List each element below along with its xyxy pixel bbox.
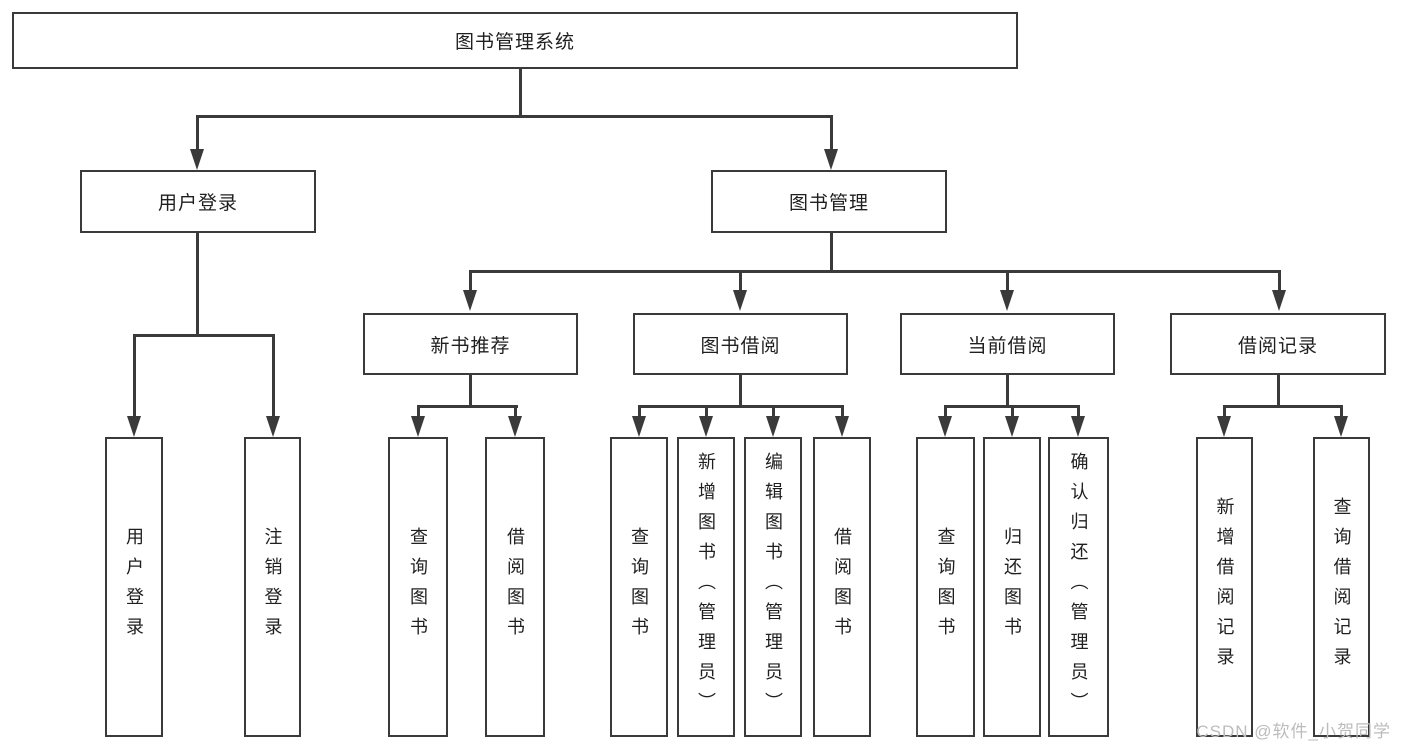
arrow-down-icon (508, 416, 522, 437)
leaf-return-books: 归还图书 (983, 437, 1041, 737)
arrow-down-icon (463, 290, 477, 311)
node-user-login-group: 用户登录 (80, 170, 316, 233)
arrow-down-icon (1005, 416, 1019, 437)
connector-group-drop (1005, 270, 1009, 294)
node-root: 图书管理系统 (12, 12, 1018, 69)
connector-leaf-drop (943, 405, 947, 419)
arrow-down-icon (411, 416, 425, 437)
arrow-down-icon (266, 416, 280, 437)
csdn-watermark: CSDN @软件_小贺同学 (1196, 722, 1391, 741)
connector-leaf-drop (416, 405, 420, 419)
leaf-confirm-return-admin: 确认归还（管理员） (1048, 437, 1109, 737)
node-book-mgmt-group: 图书管理 (711, 170, 947, 233)
leaf-query-books-recommend: 查询图书 (388, 437, 448, 737)
leaf-add-borrow-record: 新增借阅记录 (1196, 437, 1253, 737)
leaf-user-login: 用户登录 (105, 437, 163, 737)
node-new-book-recommend: 新书推荐 (363, 313, 578, 375)
connector-level2-rail (195, 115, 833, 118)
connector-leaf-drop (704, 405, 708, 419)
arrow-down-icon (1000, 290, 1014, 311)
connector-user-login-stem (196, 232, 199, 337)
arrow-down-icon (699, 416, 713, 437)
node-book-borrow: 图书借阅 (633, 313, 848, 375)
connector-group3-rail (1222, 405, 1343, 408)
connector-leaf-drop (513, 405, 517, 419)
connector-group2-stem (1005, 373, 1009, 407)
arrow-down-icon (190, 149, 204, 170)
connector-group1-rail (637, 405, 844, 408)
arrow-down-icon (766, 416, 780, 437)
connector-leaf-drop (271, 334, 275, 418)
arrow-down-icon (1334, 416, 1348, 437)
connector-book-mgmt-stem (829, 232, 833, 273)
connector-book-mgmt-drop (829, 115, 833, 155)
arrow-down-icon (632, 416, 646, 437)
arrow-down-icon (938, 416, 952, 437)
connector-leaf-drop (1339, 405, 1343, 419)
node-borrow-records: 借阅记录 (1170, 313, 1386, 375)
connector-leaf-drop (637, 405, 641, 419)
connector-group-drop (1277, 270, 1281, 294)
connector-leaf-drop (1010, 405, 1014, 419)
node-current-borrow: 当前借阅 (900, 313, 1115, 375)
arrow-down-icon (733, 290, 747, 311)
connector-group0-rail (416, 405, 518, 408)
leaf-add-books-admin: 新增图书（管理员） (677, 437, 735, 737)
connector-leaf-drop (132, 334, 136, 418)
leaf-edit-books-admin: 编辑图书（管理员） (744, 437, 802, 737)
leaf-borrow-books-recommend: 借阅图书 (485, 437, 545, 737)
leaf-query-books-borrow: 查询图书 (610, 437, 668, 737)
connector-group-drop (468, 270, 472, 294)
connector-user-login-drop (195, 115, 199, 155)
connector-leaf-drop (1076, 405, 1080, 419)
leaf-logout: 注销登录 (244, 437, 301, 737)
connector-leaf-drop (771, 405, 775, 419)
leaf-borrow-books: 借阅图书 (813, 437, 871, 737)
leaf-query-books-current: 查询图书 (916, 437, 975, 737)
connector-group0-stem (468, 373, 472, 407)
connector-level3-rail (468, 270, 1281, 273)
arrow-down-icon (1217, 416, 1231, 437)
arrow-down-icon (1272, 290, 1286, 311)
arrow-down-icon (835, 416, 849, 437)
arrow-down-icon (127, 416, 141, 437)
connector-leaf-drop (840, 405, 844, 419)
connector-group-drop (738, 270, 742, 294)
arrow-down-icon (1071, 416, 1085, 437)
connector-root-stem (518, 69, 522, 118)
connector-leaf-drop (1222, 405, 1226, 419)
leaf-query-borrow-record: 查询借阅记录 (1313, 437, 1370, 737)
connector-group3-stem (1276, 373, 1280, 407)
connector-user-login-rail (132, 334, 275, 337)
connector-group1-stem (738, 373, 742, 407)
arrow-down-icon (824, 149, 838, 170)
